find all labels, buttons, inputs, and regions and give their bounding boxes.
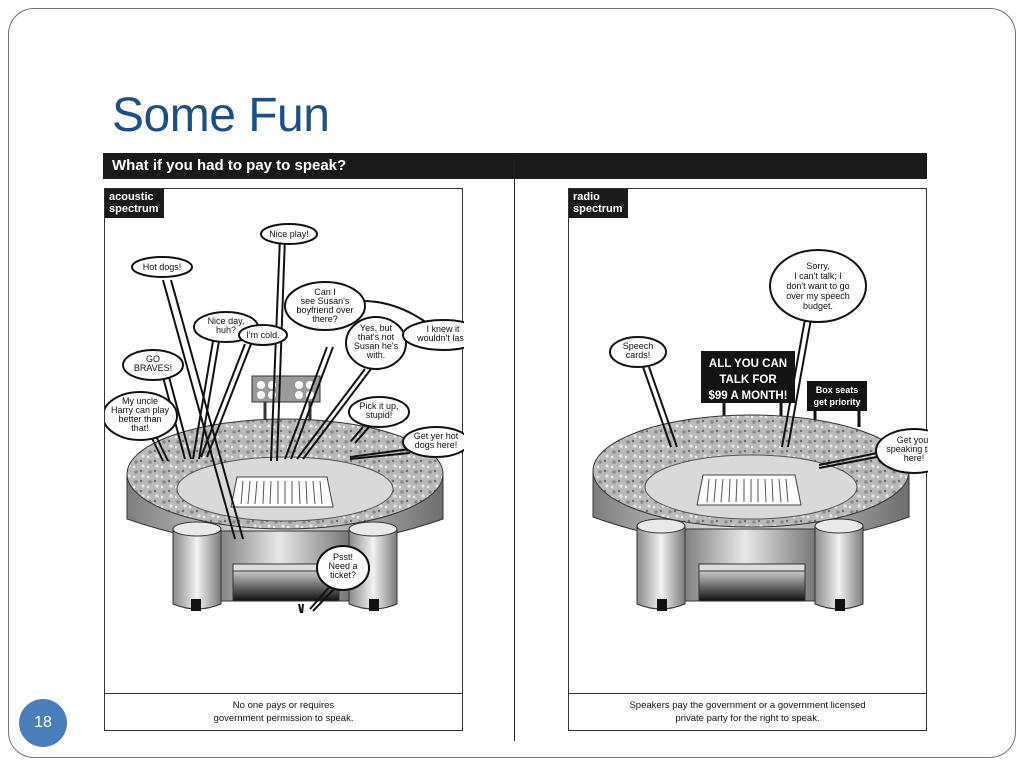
bubble-hot-dogs: Hot dogs! (131, 256, 193, 278)
svg-text:Harry can play: Harry can play (111, 405, 170, 415)
box-seats-sign: Box seats get priority (807, 381, 867, 411)
svg-text:ticket?: ticket? (330, 570, 356, 580)
svg-text:dogs here!: dogs here! (415, 440, 458, 450)
bubble-go-braves: GO BRAVES! (122, 349, 184, 381)
svg-text:better than: better than (118, 414, 161, 424)
svg-text:here!: here! (904, 453, 925, 463)
svg-text:I'm cold.: I'm cold. (246, 330, 279, 340)
bubble-get-your-speaking-time: Get your speaking time here! (875, 428, 928, 474)
bubble-pick-it-up: Pick it up, stupid! (348, 396, 410, 428)
bubble-nice-play: Nice play! (260, 223, 318, 245)
svg-text:get priority: get priority (813, 397, 860, 407)
svg-text:Yes, but: Yes, but (360, 323, 393, 333)
svg-text:stupid!: stupid! (366, 410, 393, 420)
radio-caption: Speakers pay the government or a governm… (569, 693, 926, 730)
bubble-tails (149, 236, 436, 612)
svg-text:see Susan's: see Susan's (301, 296, 350, 306)
svg-text:boyfriend over: boyfriend over (296, 305, 353, 315)
svg-text:wouldn't last.: wouldn't last. (416, 333, 464, 343)
svg-text:BRAVES!: BRAVES! (134, 363, 172, 373)
svg-text:Nice day,: Nice day, (208, 316, 245, 326)
svg-text:GO: GO (146, 354, 160, 364)
svg-text:Get your: Get your (897, 435, 928, 445)
scoreboard (251, 375, 321, 421)
svg-text:there?: there? (312, 314, 338, 324)
panel-divider (514, 153, 515, 741)
stadium (592, 414, 910, 611)
svg-text:Need a: Need a (328, 561, 357, 571)
bubble-im-cold: I'm cold. (238, 324, 288, 346)
acoustic-spectrum-panel: Nice play! Hot dogs! Can I see Susan's b… (104, 188, 464, 731)
svg-text:$99 A MONTH!: $99 A MONTH! (708, 390, 787, 402)
radio-spectrum-panel: ALL YOU CAN TALK FOR $99 A MONTH! Box se… (568, 188, 928, 731)
svg-text:Get yer hot: Get yer hot (414, 431, 459, 441)
radio-spectrum-label: radio spectrum (569, 189, 628, 218)
svg-text:huh?: huh? (216, 325, 236, 335)
bubble-i-knew-it: I knew it wouldn't last. (402, 319, 464, 351)
svg-text:I can't talk; I: I can't talk; I (794, 271, 842, 281)
svg-text:Can I: Can I (314, 287, 336, 297)
bubble-sorry: Sorry, I can't talk; I don't want to go … (769, 249, 867, 323)
svg-text:don't want to go: don't want to go (786, 281, 849, 291)
svg-text:Susan he's: Susan he's (354, 341, 399, 351)
radio-stadium-illustration: ALL YOU CAN TALK FOR $99 A MONTH! Box se… (592, 249, 928, 611)
slide-title: Some Fun (112, 89, 330, 142)
acoustic-spectrum-label: acoustic spectrum (105, 189, 164, 218)
comic-banner: What if you had to pay to speak? (103, 153, 927, 179)
svg-text:My uncle: My uncle (122, 396, 158, 406)
svg-text:Nice play!: Nice play! (269, 229, 309, 239)
acoustic-caption: No one pays or requires government permi… (105, 693, 462, 730)
svg-text:with.: with. (366, 350, 386, 360)
bubble-speech-cards: Speech cards! (609, 336, 667, 368)
svg-text:budget.: budget. (803, 301, 833, 311)
bubble-get-yer-hot-dogs: Get yer hot dogs here! (402, 426, 464, 458)
svg-text:that!: that! (131, 423, 149, 433)
bubble-yes-but: Yes, but that's not Susan he's with. (345, 316, 407, 370)
svg-text:Speech: Speech (623, 341, 654, 351)
bubble-can-i-see-susan: Can I see Susan's boyfriend over there? (284, 281, 366, 331)
svg-text:Psst!: Psst! (333, 552, 353, 562)
comic-figure: What if you had to pay to speak? (103, 153, 928, 743)
svg-text:ALL YOU CAN: ALL YOU CAN (709, 358, 787, 370)
svg-text:Sorry,: Sorry, (806, 261, 829, 271)
svg-text:I knew it: I knew it (426, 324, 460, 334)
svg-text:TALK FOR: TALK FOR (719, 374, 777, 386)
svg-text:cards!: cards! (626, 350, 651, 360)
svg-text:Pick it up,: Pick it up, (359, 401, 398, 411)
svg-text:that's not: that's not (358, 332, 395, 342)
bubble-psst: Psst! Need a ticket? (316, 545, 370, 591)
svg-text:speaking time: speaking time (886, 444, 928, 454)
svg-text:Box seats: Box seats (816, 385, 859, 395)
page-number-badge: 18 (19, 699, 67, 747)
talk-for-99-sign: ALL YOU CAN TALK FOR $99 A MONTH! (701, 351, 795, 403)
acoustic-stadium-illustration: Nice play! Hot dogs! Can I see Susan's b… (105, 223, 464, 614)
svg-text:Hot dogs!: Hot dogs! (143, 262, 182, 272)
bubble-my-uncle: My uncle Harry can play better than that… (105, 391, 178, 441)
svg-text:over my speech: over my speech (786, 291, 850, 301)
bubble-tails (642, 318, 888, 469)
stadium (126, 418, 444, 614)
